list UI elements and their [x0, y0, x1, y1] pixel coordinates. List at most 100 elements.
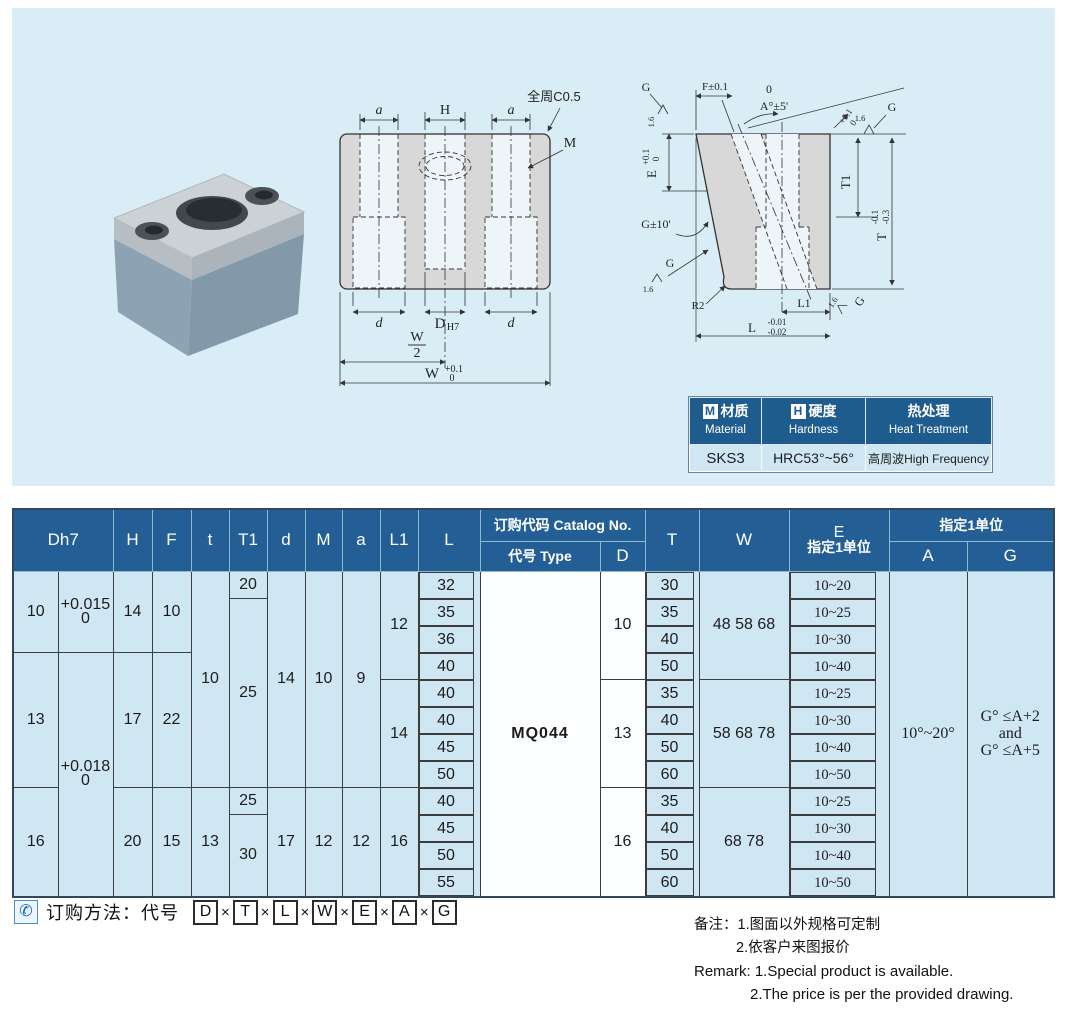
g-formula-cell: G° ≤A+2 and G° ≤A+5 — [966, 570, 1055, 897]
E-value: 10~20 — [789, 571, 876, 599]
col-header-a-col: A — [888, 540, 968, 572]
col-header-g-col: G — [966, 540, 1055, 572]
g-line1: G° ≤A+2 — [980, 708, 1040, 725]
spec-cell-W: 48 58 68 — [698, 570, 790, 680]
spec-cell-L: 50 — [417, 760, 481, 788]
spec-cell-L: 45 — [417, 814, 481, 842]
spec-cell-L: 35 — [417, 598, 481, 626]
spec-table: Dh7 H F t T1 d M a L1 L 订购代码 Catalog No.… — [12, 508, 1056, 898]
order-letter-e: E — [352, 899, 378, 925]
spec-cell-T: 40 — [644, 625, 700, 653]
col-header-d: d — [266, 508, 306, 572]
T-value: 40 — [645, 706, 694, 734]
order-method: ✆ 订购方法：代号 D× T× L× W× E× A× G — [14, 899, 457, 925]
order-separator: × — [380, 903, 389, 921]
finish-g-botright: G — [851, 294, 868, 309]
hardness-value: HRC53°~56° — [761, 444, 866, 472]
heat-treatment-header: 热处理 Heat Treatment — [865, 397, 992, 445]
spec-cell-D: 16 — [599, 787, 646, 897]
spec-cell-T: 50 — [644, 733, 700, 761]
tol-bottom: 0 — [81, 772, 90, 790]
col-header-e: E 指定1单位 — [788, 508, 890, 572]
phone-icon: ✆ — [14, 900, 38, 924]
L-value: 50 — [418, 841, 474, 869]
spec-cell-L1: 14 — [379, 679, 419, 788]
spec-cell-E: 10~50 — [788, 868, 890, 897]
dim-w-half-num: W — [410, 330, 424, 345]
spec-cell-dh7: 16 — [12, 787, 59, 897]
spec-cell-L: 40 — [417, 652, 481, 680]
dim-a-right: a — [508, 103, 515, 118]
dim-d-hole: D — [435, 316, 446, 332]
finish-val-topleft: 1.6 — [646, 117, 656, 128]
tol-top: +0.018 — [60, 758, 111, 776]
spec-cell-E: 10~40 — [788, 841, 890, 869]
spec-cell-T1: 25 — [228, 598, 268, 788]
E-value: 10~30 — [789, 814, 876, 842]
hardness-badge: H — [790, 404, 806, 419]
T-value: 35 — [645, 787, 694, 815]
order-separator: × — [419, 903, 429, 921]
heat-treatment-value: 高周波High Frequency — [865, 444, 992, 472]
spec-cell-E: 10~50 — [788, 760, 890, 788]
dim-d-left: d — [376, 316, 384, 331]
finish-val-botright: 1.6 — [826, 295, 840, 309]
col-header-dh7: Dh7 — [12, 508, 114, 572]
E-value: 10~25 — [789, 679, 876, 707]
dim-e-tol-bot: 0 — [651, 156, 661, 161]
dim-w-tol-top: +0.1 — [445, 364, 463, 375]
T-value: 50 — [645, 841, 694, 869]
col-header-d-col: D — [599, 540, 646, 572]
spec-cell-L: 40 — [417, 679, 481, 707]
spec-cell-L: 40 — [417, 706, 481, 734]
dim-d-hole-fit: H7 — [447, 322, 459, 333]
spec-cell-dh7: 13 — [12, 652, 59, 788]
dim-w-half-den: 2 — [414, 346, 421, 361]
dim-g-angle: G±10' — [641, 217, 670, 231]
section-view-drawing: F±0.1 0 A°±5' G 1.6 1.6 G +0.1 0 E +0.1 … — [641, 80, 906, 342]
spec-cell-E: 10~40 — [788, 652, 890, 680]
spec-cell-L: 45 — [417, 733, 481, 761]
spec-cell-t: 10 — [190, 570, 230, 788]
L-value: 55 — [418, 868, 474, 896]
remark-cn-2: 2.依客户来图报价 — [736, 940, 850, 956]
L-value: 32 — [418, 571, 474, 599]
L-value: 40 — [418, 679, 474, 707]
dim-l-tol-bot: -0.02 — [768, 327, 787, 337]
col-header-t-col: T — [644, 508, 700, 572]
spec-cell-L1: 12 — [379, 570, 419, 680]
finish-g-botleft: G — [666, 256, 675, 270]
finish-g-topright: G — [888, 100, 897, 114]
spec-cell-T: 40 — [644, 814, 700, 842]
order-method-label: 订购方法：代号 — [46, 903, 179, 923]
E-value: 10~50 — [789, 868, 876, 896]
dim-t: T — [874, 233, 889, 241]
spec-cell-d: 17 — [266, 787, 306, 897]
spec-cell-F: 15 — [151, 787, 192, 897]
spec-cell-d: 14 — [266, 570, 306, 788]
col-header-h: H — [112, 508, 153, 572]
col-header-l: L — [417, 508, 481, 572]
dim-t1: T1 — [838, 175, 853, 189]
L-value: 40 — [418, 787, 474, 815]
spec-cell-F: 22 — [151, 652, 192, 788]
dim-t-tol-top: -0.1 — [870, 210, 880, 224]
E-value: 10~50 — [789, 760, 876, 788]
order-letter-g: G — [431, 899, 457, 925]
dim-l-tol-top: -0.01 — [768, 317, 787, 327]
col-header-e-line1: E — [833, 524, 845, 542]
hardness-header-en: Hardness — [788, 424, 839, 436]
tolerance-cell: +0.015 0 — [57, 570, 114, 653]
E-value: 10~40 — [789, 733, 876, 761]
spec-cell-L: 36 — [417, 625, 481, 653]
col-header-t: t — [190, 508, 230, 572]
plan-view-drawing: a H a 全周C0.5 M d D H7 d W 2 W +0.1 0 — [339, 89, 581, 386]
order-separator: × — [300, 903, 310, 921]
L-value: 50 — [418, 760, 474, 788]
E-value: 10~40 — [789, 652, 876, 680]
dim-e-tol-top: +0.1 — [641, 149, 651, 165]
spec-cell-E: 10~30 — [788, 814, 890, 842]
spec-cell-E: 10~30 — [788, 625, 890, 653]
spec-cell-W: 68 78 — [698, 787, 790, 897]
